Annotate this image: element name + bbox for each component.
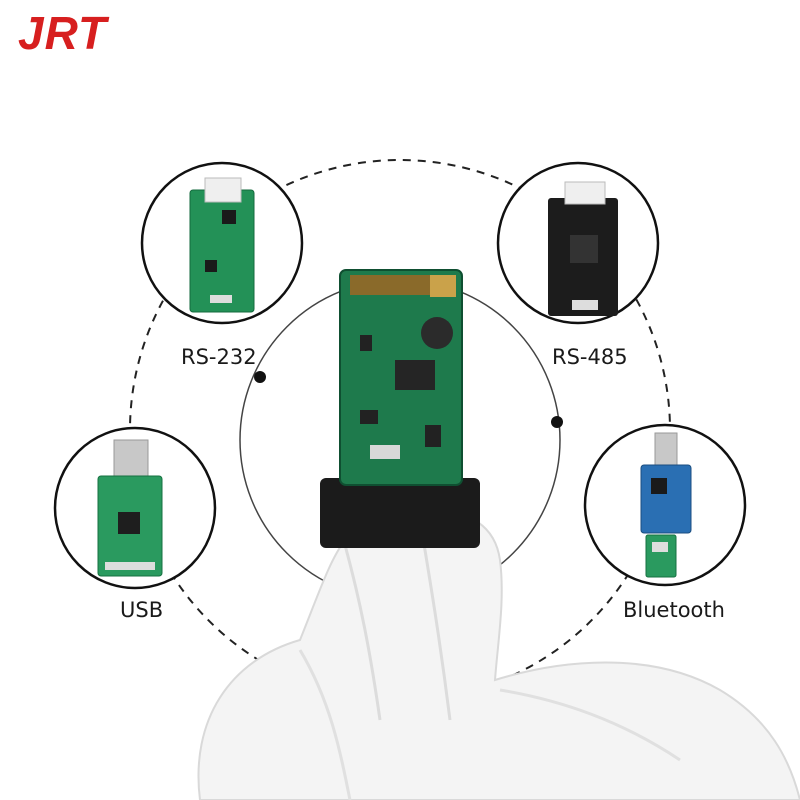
rs232-label: RS-232 bbox=[181, 345, 257, 369]
laser-module bbox=[320, 269, 480, 548]
bluetooth-label: Bluetooth bbox=[623, 598, 725, 622]
ring-dot-left bbox=[254, 371, 266, 383]
brand-logo: JRT bbox=[18, 7, 108, 59]
usb-circle bbox=[53, 426, 217, 590]
rs485-circle bbox=[496, 161, 660, 325]
rs485-label: RS-485 bbox=[552, 345, 628, 369]
usb-label: USB bbox=[120, 598, 164, 622]
ring-dot-right bbox=[551, 416, 563, 428]
bluetooth-circle bbox=[583, 423, 747, 587]
rs232-circle bbox=[140, 161, 304, 325]
